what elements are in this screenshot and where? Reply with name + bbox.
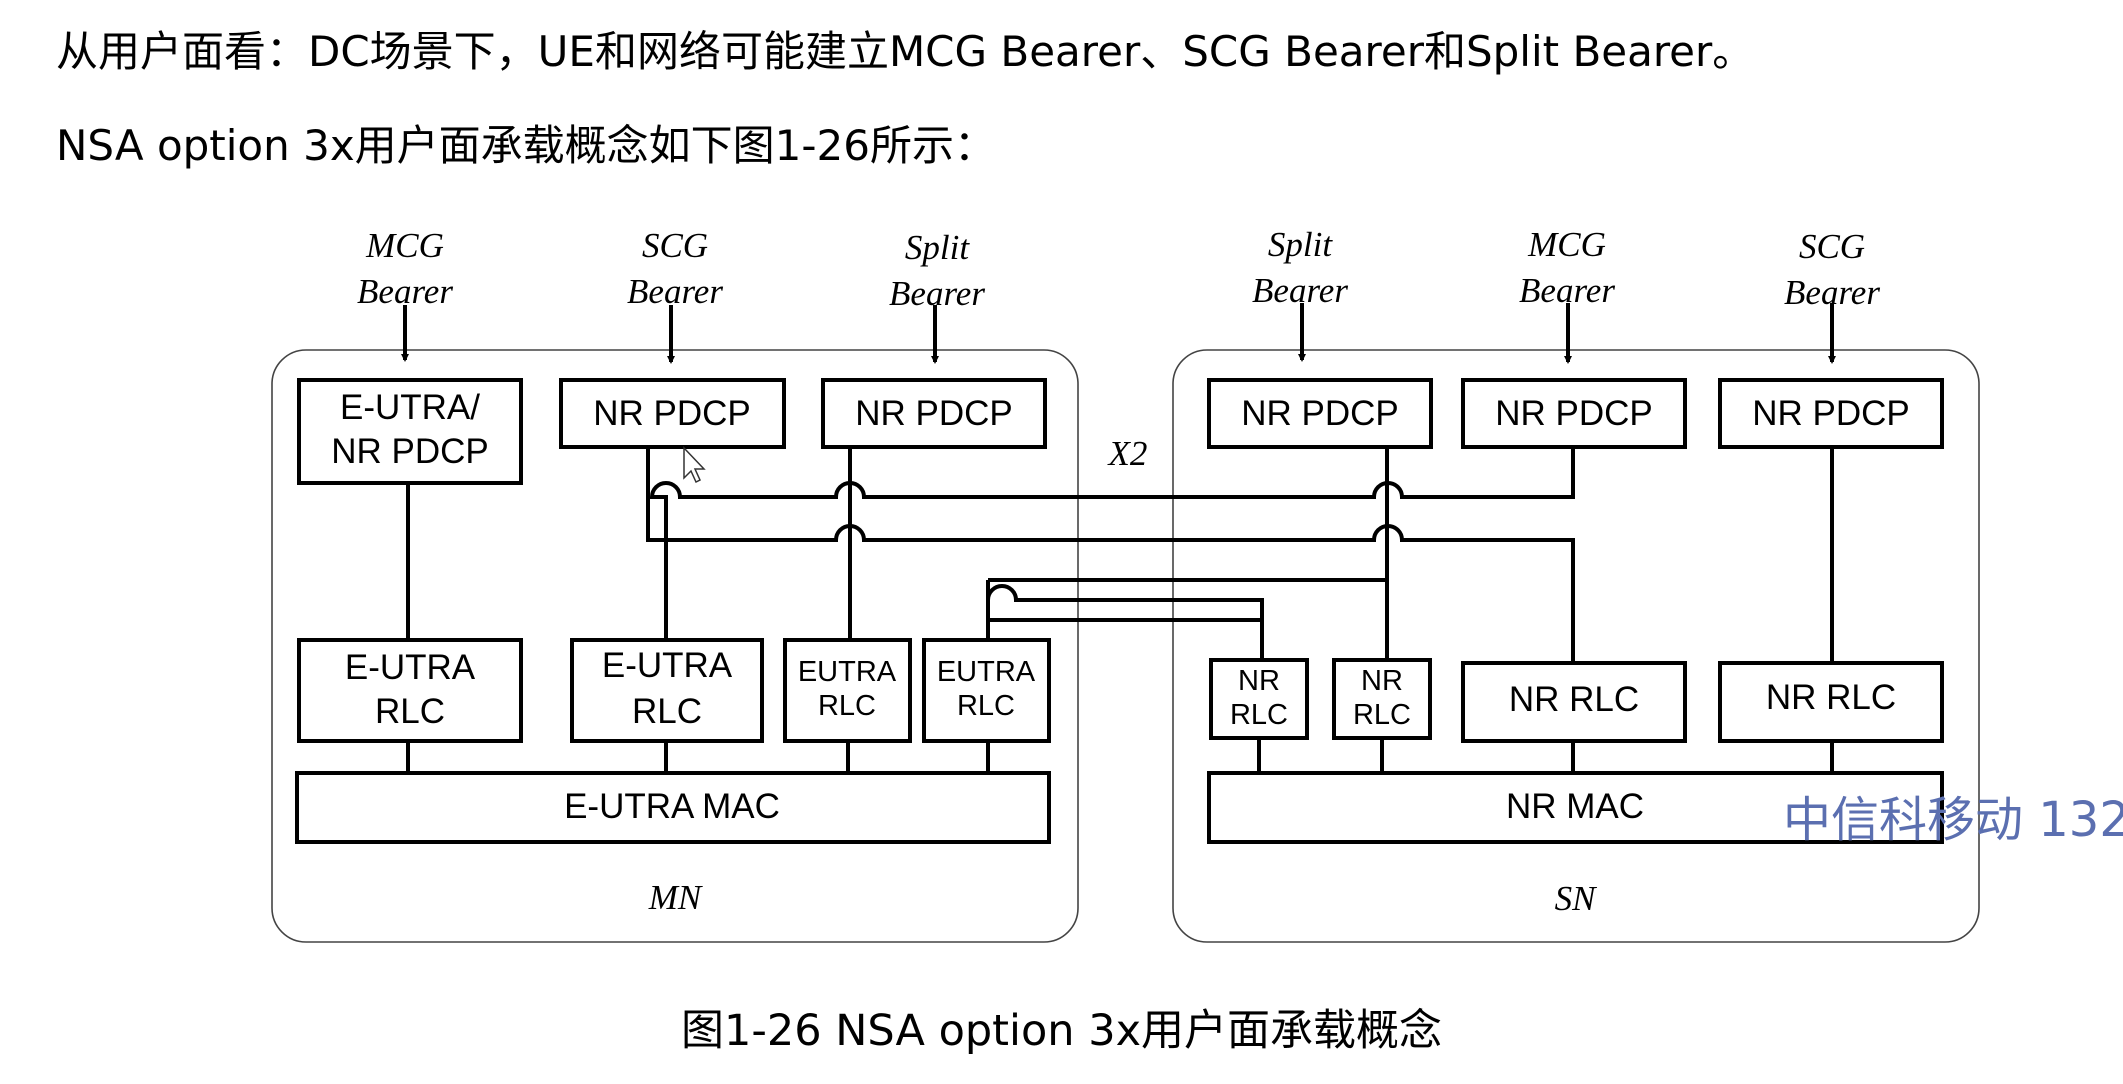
sn-bearer-mcg-line1: MCG <box>1527 225 1606 264</box>
mn-rlc-0-line2: RLC <box>375 692 445 731</box>
mn-pdcp-1-line1: NR PDCP <box>593 394 751 433</box>
sn-rlc-3-line1: NR RLC <box>1766 678 1896 717</box>
mn-bearer-mcg-line2: Bearer <box>357 272 453 311</box>
mn-rlc-1-line2: RLC <box>632 692 702 731</box>
sn-rlc-1-line2: RLC <box>1353 699 1411 731</box>
intro-paragraph-dc-bearers: 从用户面看：DC场景下，UE和网络可能建立MCG Bearer、SCG Bear… <box>56 27 1755 76</box>
mn-rlc-eutra-0: E-UTRA RLC <box>297 638 523 743</box>
x2-interface-label: X2 <box>1107 434 1148 473</box>
sn-pdcp-nr-mcg: NR PDCP <box>1461 378 1687 449</box>
mn-pdcp-0-line2: NR PDCP <box>331 432 489 471</box>
sn-rlc-0-line2: RLC <box>1230 699 1288 731</box>
figure-caption: 图1-26 NSA option 3x用户面承载概念 <box>680 1006 1443 1056</box>
sn-rlc-nr-3: NR RLC <box>1718 661 1944 743</box>
mn-bearer-scg-line1: SCG <box>642 226 708 265</box>
mn-pdcp-nr-scg: NR PDCP <box>559 378 786 449</box>
mn-rlc-1-line1: E-UTRA <box>602 646 733 685</box>
sn-pdcp-0-line1: NR PDCP <box>1241 394 1399 433</box>
mn-rlc-3-line2: RLC <box>957 690 1015 722</box>
bearer-arrows <box>401 303 1836 364</box>
sn-node-frame <box>1172 349 1980 943</box>
mn-pdcp-eutra-nr: E-UTRA/ NR PDCP <box>297 378 523 485</box>
sn-rlc-1-line1: NR <box>1361 665 1403 697</box>
mn-rlc-0-line1: E-UTRA <box>345 648 476 687</box>
sn-pdcp-1-line1: NR PDCP <box>1495 394 1653 433</box>
mn-bearer-split-line1: Split <box>905 228 970 267</box>
sn-mac-nr: NR MAC <box>1207 771 1944 844</box>
sn-rlc-0-line1: NR <box>1238 665 1280 697</box>
sn-bearer-scg-line2: Bearer <box>1784 273 1880 312</box>
sn-bearer-split-line1: Split <box>1268 225 1333 264</box>
mn-pdcp-nr-split: NR PDCP <box>821 378 1047 449</box>
sn-bearer-scg-line1: SCG <box>1799 227 1865 266</box>
mn-node-frame <box>271 349 1079 943</box>
sn-bearer-mcg-line2: Bearer <box>1519 271 1615 310</box>
mn-rlc-2-line2: RLC <box>818 690 876 722</box>
watermark-text: 中信科移动 132 <box>1783 792 2123 848</box>
mn-rlc-eutra-1: E-UTRA RLC <box>570 638 764 743</box>
sn-node-label: SN <box>1555 879 1598 918</box>
sn-rlc-2-line1: NR RLC <box>1509 680 1639 719</box>
sn-pdcp-nr-split: NR PDCP <box>1207 378 1433 449</box>
sn-rlc-nr-2: NR RLC <box>1461 661 1687 743</box>
mn-rlc-3-line1: EUTRA <box>937 656 1036 688</box>
sn-mac-label: NR MAC <box>1506 787 1644 826</box>
mn-pdcp-2-line1: NR PDCP <box>855 394 1013 433</box>
mn-bearer-scg-line2: Bearer <box>627 272 723 311</box>
nsa-option-3x-user-plane-diagram: MCG Bearer SCG Bearer Split Bearer Split… <box>271 225 1980 943</box>
mn-rlc-2-line1: EUTRA <box>798 656 897 688</box>
mouse-cursor-icon <box>683 446 706 484</box>
mn-rlc-eutra-2: EUTRA RLC <box>783 638 912 743</box>
sn-pdcp-nr-scg: NR PDCP <box>1718 378 1944 449</box>
mn-node-label: MN <box>648 878 703 917</box>
mn-bearer-split-line2: Bearer <box>889 274 985 313</box>
mn-bearer-mcg-line1: MCG <box>365 226 444 265</box>
mn-pdcp-0-line1: E-UTRA/ <box>340 388 480 427</box>
interconnect-wires <box>406 447 1834 773</box>
intro-paragraph-figure-reference: NSA option 3x用户面承载概念如下图1-26所示： <box>56 121 996 170</box>
sn-pdcp-2-line1: NR PDCP <box>1752 394 1910 433</box>
sn-bearer-split-line2: Bearer <box>1252 271 1348 310</box>
sn-rlc-nr-0: NR RLC <box>1209 658 1309 740</box>
mn-mac-label: E-UTRA MAC <box>564 787 780 826</box>
mn-rlc-eutra-3: EUTRA RLC <box>922 638 1051 743</box>
mn-mac-eutra: E-UTRA MAC <box>295 771 1051 844</box>
sn-rlc-nr-1: NR RLC <box>1332 658 1432 740</box>
